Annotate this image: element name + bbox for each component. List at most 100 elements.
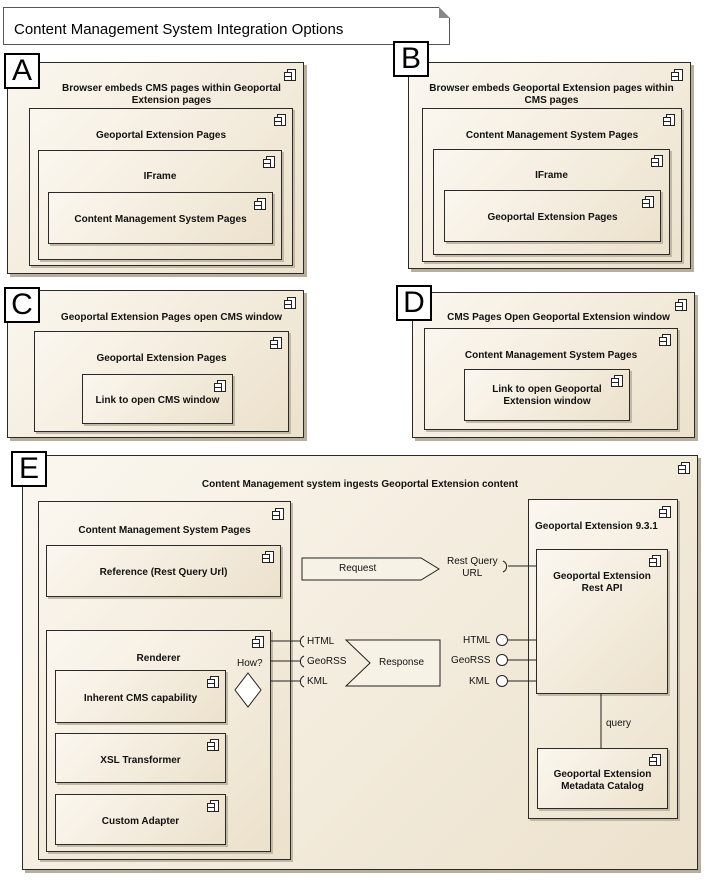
component-icon xyxy=(663,114,675,126)
option-b-inner-title: Geoportal Extension Pages xyxy=(487,212,618,223)
gpt-html-lollipop xyxy=(496,634,508,646)
gpt-kml-lollipop xyxy=(496,675,508,687)
renderer-kml-socket xyxy=(299,675,305,688)
option-b-title: Browser embeds Geoportal Extension pages… xyxy=(429,83,674,106)
how-decision-diamond xyxy=(234,672,262,708)
gpt-port-georss: GeoRSS xyxy=(451,655,491,666)
geoportal-extension-title: Geoportal Extension 9.3.1 xyxy=(535,521,658,532)
renderer-title: Renderer xyxy=(136,653,181,664)
component-icon xyxy=(678,462,690,474)
component-icon xyxy=(207,676,219,688)
option-b-cms-pages: Content Management System Pages IFrame G… xyxy=(422,108,682,262)
option-c-inner-title: Link to open CMS window xyxy=(95,395,220,406)
option-b-mid-title: Content Management System Pages xyxy=(465,130,639,141)
how-label: How? xyxy=(237,658,263,669)
option-c-geoportal-pages: Geoportal Extension Pages Link to open C… xyxy=(34,331,289,432)
option-b-iframe: IFrame Geoportal Extension Pages xyxy=(433,149,670,255)
component-icon xyxy=(284,297,296,309)
cms-pages-title: Content Management System Pages xyxy=(78,525,251,536)
response-arrow xyxy=(344,639,441,687)
option-d-mid-title: Content Management System Pages xyxy=(464,350,638,361)
custom-title: Custom Adapter xyxy=(101,816,180,827)
component-icon xyxy=(284,69,296,81)
gpt-georss-lollipop xyxy=(496,654,508,666)
rest-query-url-line2: URL xyxy=(462,568,483,579)
component-icon xyxy=(274,114,286,126)
component-icon xyxy=(671,69,683,81)
component-icon xyxy=(649,754,661,766)
renderer-port-html: HTML xyxy=(307,636,335,647)
xsl-transformer: XSL Transformer xyxy=(55,733,226,783)
option-a-letter: A xyxy=(4,53,40,89)
option-a-mid-title: Geoportal Extension Pages xyxy=(95,130,227,141)
component-icon xyxy=(272,508,284,520)
component-icon xyxy=(642,196,654,208)
option-d-component: CMS Pages Open Geoportal Extension windo… xyxy=(412,292,695,438)
diagram-title-note: Content Management System Integration Op… xyxy=(3,7,450,45)
option-b-iframe-title: IFrame xyxy=(535,170,568,181)
option-a-iframe-title: IFrame xyxy=(143,171,177,182)
reference-component: Reference (Rest Query Url) xyxy=(46,545,281,597)
component-icon xyxy=(651,155,663,167)
option-c-letter: C xyxy=(4,287,40,323)
option-e-letter: E xyxy=(11,451,47,487)
component-icon xyxy=(207,800,219,812)
component-icon xyxy=(270,337,282,349)
inherent-title: Inherent CMS capability xyxy=(83,693,198,704)
response-label: Response xyxy=(379,657,425,668)
option-d-cms-pages: Content Management System Pages Link to … xyxy=(424,328,678,430)
option-b-letter: B xyxy=(393,41,429,77)
component-icon xyxy=(611,375,623,387)
note-folded-corner xyxy=(439,7,450,18)
component-icon xyxy=(207,739,219,751)
rest-query-url-label: Rest Query URL xyxy=(447,556,498,580)
component-icon xyxy=(659,334,671,346)
option-a-iframe: IFrame Content Management System Pages xyxy=(38,150,282,260)
component-icon xyxy=(252,636,264,648)
option-d-inner-title: Link to open Geoportal Extension window xyxy=(492,384,602,407)
component-icon xyxy=(262,551,274,563)
renderer-georss-socket xyxy=(299,655,305,668)
option-b-geoportal-pages: Geoportal Extension Pages xyxy=(444,190,661,242)
inherent-cms-capability: Inherent CMS capability xyxy=(55,670,226,723)
reference-title: Reference (Rest Query Url) xyxy=(99,567,228,578)
metadata-catalog-component: Geoportal Extension Metadata Catalog xyxy=(537,748,668,809)
component-icon xyxy=(214,380,226,392)
option-c-title: Geoportal Extension Pages open CMS windo… xyxy=(60,312,283,323)
option-a-cms-pages: Content Management System Pages xyxy=(48,192,273,244)
request-label: Request xyxy=(339,563,377,574)
component-icon xyxy=(659,506,671,518)
option-a-title: Browser embeds CMS pages within Geoporta… xyxy=(62,83,281,106)
component-icon xyxy=(254,198,266,210)
option-d-link: Link to open Geoportal Extension window xyxy=(464,369,630,421)
option-b-component: Browser embeds Geoportal Extension pages… xyxy=(408,62,691,269)
component-icon xyxy=(649,555,661,567)
option-a-geoportal-pages: Geoportal Extension Pages IFrame Content… xyxy=(29,108,293,266)
renderer-port-kml: KML xyxy=(307,676,328,687)
xsl-title: XSL Transformer xyxy=(100,755,181,766)
component-icon xyxy=(675,299,687,311)
diagram-title: Content Management System Integration Op… xyxy=(14,21,344,38)
option-a-inner-title: Content Management System Pages xyxy=(74,214,247,225)
gpt-port-kml: KML xyxy=(469,676,490,687)
rest-query-socket xyxy=(502,560,508,573)
option-d-letter: D xyxy=(396,285,432,321)
rest-api-title: Geoportal Extension Rest API xyxy=(553,571,651,594)
renderer-port-georss: GeoRSS xyxy=(307,656,347,667)
option-c-mid-title: Geoportal Extension Pages xyxy=(96,353,227,364)
rest-api-component: Geoportal Extension Rest API xyxy=(536,549,668,694)
component-icon xyxy=(263,156,275,168)
renderer-html-socket xyxy=(299,635,305,648)
gpt-port-html: HTML xyxy=(463,635,491,646)
request-arrow xyxy=(301,557,440,581)
query-label: query xyxy=(606,718,632,729)
option-a-component: Browser embeds CMS pages within Geoporta… xyxy=(7,62,304,274)
metadata-catalog-title: Geoportal Extension Metadata Catalog xyxy=(553,769,652,792)
option-c-component: Geoportal Extension Pages open CMS windo… xyxy=(7,290,304,438)
rest-query-url-line1: Rest Query xyxy=(447,556,498,567)
option-e-title: Content Management system ingests Geopor… xyxy=(201,479,519,490)
custom-adapter: Custom Adapter xyxy=(55,794,226,845)
option-d-title: CMS Pages Open Geoportal Extension windo… xyxy=(447,312,670,323)
option-c-link: Link to open CMS window xyxy=(82,374,233,424)
